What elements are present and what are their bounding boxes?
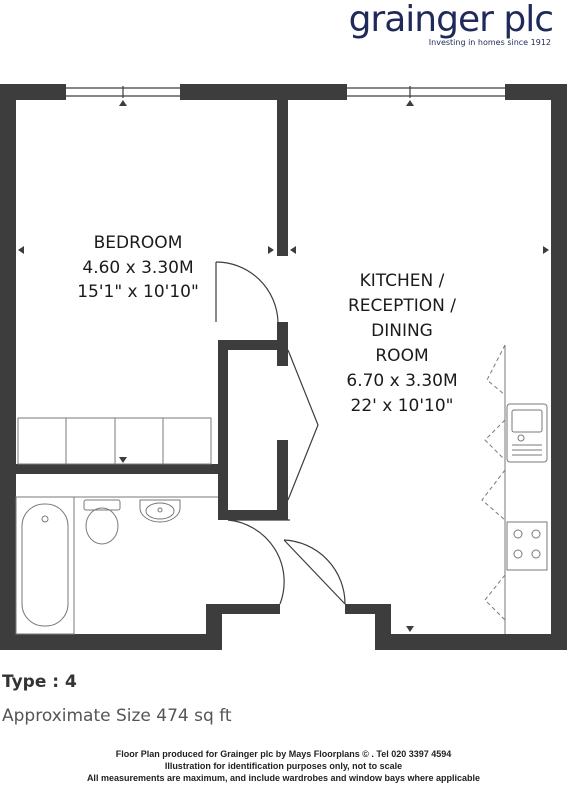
- logo-tagline: Investing in homes since 1912: [428, 38, 551, 47]
- footer-line-1: Floor Plan produced for Grainger plc by …: [115, 749, 452, 759]
- sink: [506, 403, 548, 463]
- arrow-bedroom-left: [18, 246, 24, 254]
- arrow-kitchen-bottom: [406, 626, 414, 632]
- kitchen-name-line-1: KITCHEN /: [360, 271, 445, 291]
- wall-bottom-right: [375, 634, 567, 650]
- wall-left: [0, 84, 16, 650]
- arrow-kitchen-right: [543, 246, 549, 254]
- bathroom-fixtures: [15, 496, 218, 635]
- wall-entry-right: [345, 604, 375, 614]
- walls: [0, 84, 567, 650]
- wall-wardrobe-top: [218, 340, 288, 350]
- window-kitchen: [347, 86, 505, 98]
- footer-disclaimer: Floor Plan produced for Grainger plc by …: [0, 748, 567, 784]
- kitchen-fixtures: [504, 345, 548, 634]
- bathtub: [15, 496, 75, 635]
- door-bedroom: [215, 261, 279, 323]
- grainger-logo: grainger plc Investing in homes since 19…: [348, 0, 554, 47]
- washbasin: [139, 499, 181, 523]
- dimension-arrows: [18, 100, 549, 632]
- arrow-kitchen-top: [406, 100, 414, 106]
- door-wardrobe: [287, 349, 319, 501]
- wall-right: [551, 84, 567, 650]
- arrow-kitchen-left: [290, 246, 296, 254]
- kitchen-imperial: 22' x 10'10": [351, 396, 454, 416]
- window-bedroom: [66, 86, 180, 98]
- wall-wardrobe-left: [218, 340, 228, 520]
- wall-top-left: [0, 84, 66, 100]
- arrow-bedroom-top: [119, 100, 127, 106]
- bedroom-metric: 4.60 x 3.30M: [82, 258, 193, 278]
- kitchen-name-line-4: ROOM: [375, 346, 428, 366]
- bedroom-imperial: 15'1" x 10'10": [77, 282, 199, 302]
- wall-bottom-left: [0, 634, 222, 650]
- logo-wordmark: grainger plc: [348, 0, 554, 40]
- door-bathroom: [227, 519, 290, 605]
- arrow-bedroom-bottom: [119, 457, 127, 463]
- kitchen-label: KITCHEN / RECEPTION / DINING ROOM 6.70 x…: [346, 271, 457, 416]
- bedroom-wardrobe: [17, 417, 212, 465]
- wall-top-middle: [180, 84, 347, 100]
- arrow-bedroom-right: [268, 246, 274, 254]
- door-entrance: [283, 539, 346, 605]
- windows: [66, 86, 505, 98]
- footer-line-2: Illustration for identification purposes…: [164, 761, 403, 771]
- hob: [506, 521, 548, 571]
- wall-partition-top: [277, 84, 288, 256]
- kitchen-cabinet-swings: [481, 344, 506, 621]
- wall-bathroom-top: [16, 464, 228, 474]
- bedroom-name: BEDROOM: [94, 233, 183, 253]
- wall-partition-low: [277, 440, 288, 512]
- doors: [215, 261, 346, 605]
- floor-plan: BEDROOM 4.60 x 3.30M 15'1" x 10'10" KITC…: [0, 84, 567, 650]
- approximate-size: Approximate Size 474 sq ft: [2, 706, 232, 726]
- footer-line-3: All measurements are maximum, and includ…: [86, 773, 481, 783]
- wall-entry-left: [206, 604, 280, 614]
- plan-type: Type : 4: [2, 672, 77, 692]
- kitchen-metric: 6.70 x 3.30M: [346, 371, 457, 391]
- kitchen-name-line-2: RECEPTION /: [348, 296, 456, 316]
- kitchen-name-line-3: DINING: [371, 321, 433, 341]
- bedroom-label: BEDROOM 4.60 x 3.30M 15'1" x 10'10": [77, 233, 199, 302]
- toilet: [83, 499, 121, 545]
- wall-bottom-left-return: [206, 604, 222, 650]
- wall-wardrobe-bottom: [218, 510, 288, 520]
